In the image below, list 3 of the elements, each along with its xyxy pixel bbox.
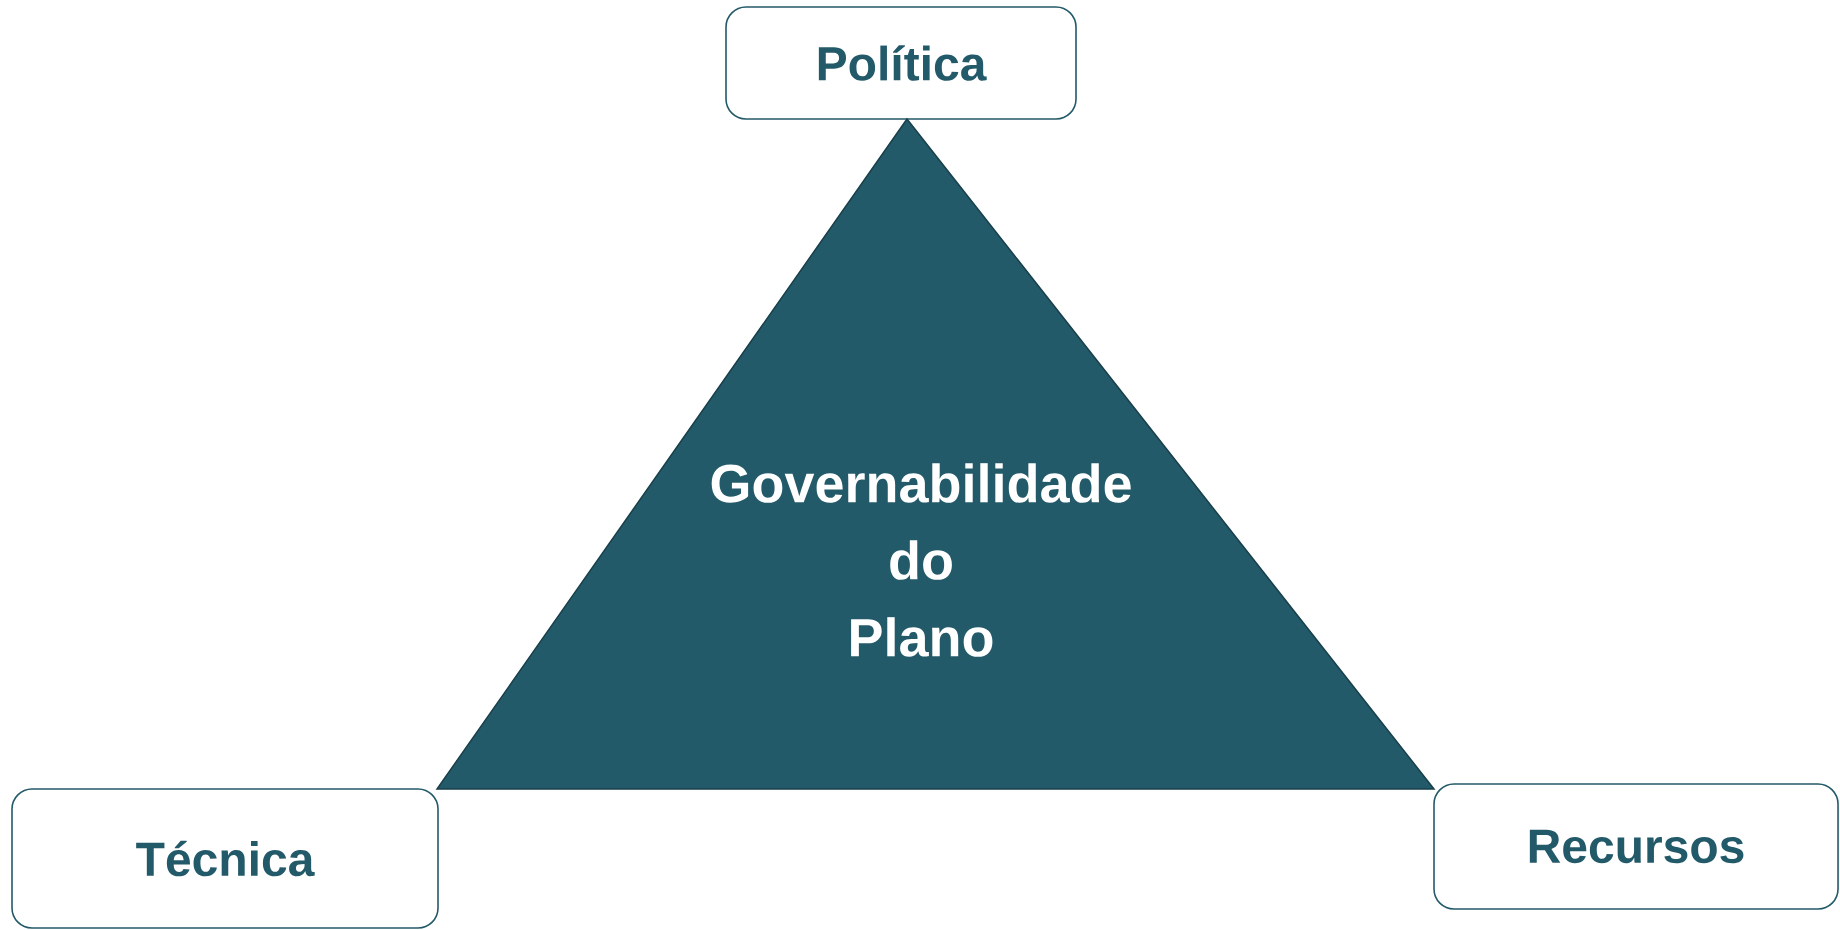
label-box: Técnica xyxy=(11,788,439,929)
label-box: Política xyxy=(725,6,1077,120)
label-box: Recursos xyxy=(1433,783,1839,910)
